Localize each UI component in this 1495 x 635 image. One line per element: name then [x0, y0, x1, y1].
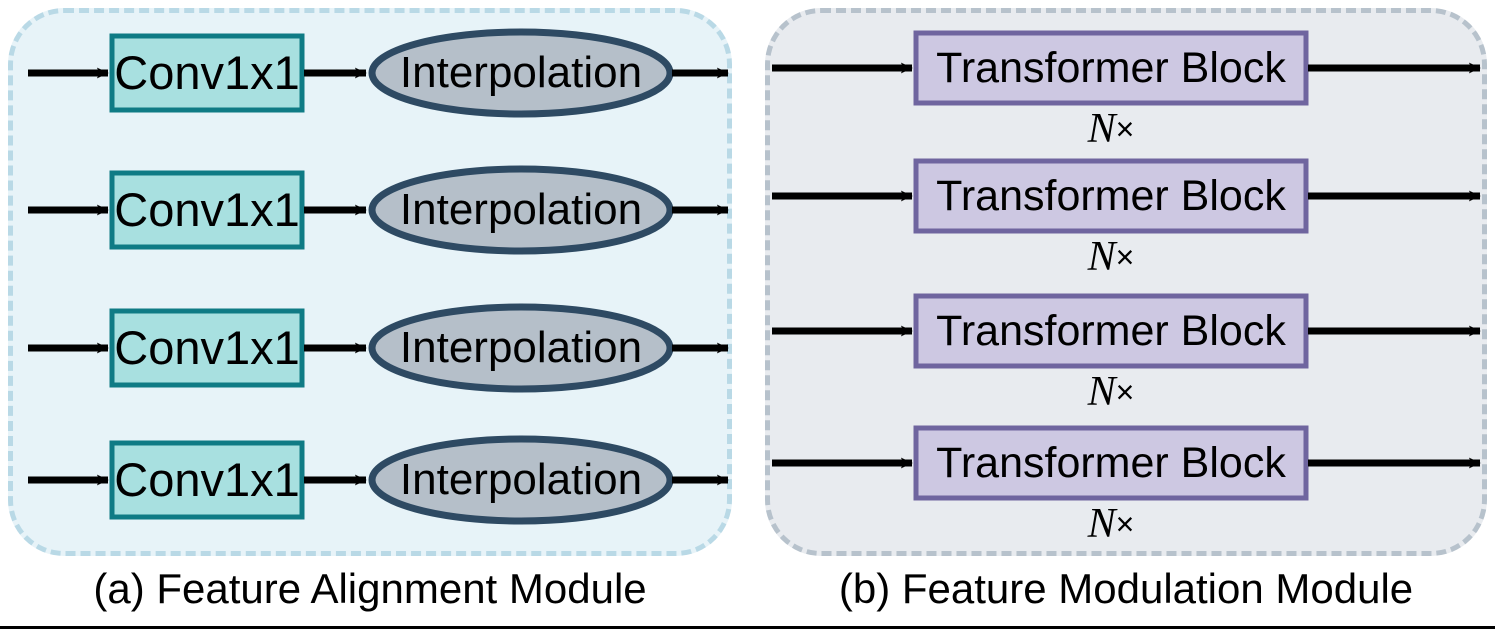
repeat-count-label: N×: [916, 371, 1306, 413]
interpolation-label: Interpolation: [399, 48, 643, 97]
transformer-block-label: Transformer Block: [936, 307, 1286, 355]
interpolation-label: Interpolation: [399, 455, 643, 504]
conv-box-label: Conv1x1: [114, 46, 300, 99]
repeat-count-label: N×: [916, 503, 1306, 545]
transformer-block-label: Transformer Block: [936, 172, 1286, 220]
repeat-count-value: N: [1087, 106, 1116, 152]
repeat-count-value: N: [1087, 501, 1116, 547]
caption-feature-alignment-module: (a) Feature Alignment Module: [93, 565, 647, 612]
repeat-count-value: N: [1087, 234, 1116, 280]
conv-box-label: Conv1x1: [114, 321, 300, 374]
multiply-icon: ×: [1115, 506, 1135, 542]
interpolation-label: Interpolation: [399, 185, 643, 234]
multiply-icon: ×: [1115, 111, 1135, 147]
repeat-count-label: N×: [916, 108, 1306, 150]
multiply-icon: ×: [1115, 239, 1135, 275]
interpolation-label: Interpolation: [399, 323, 643, 372]
transformer-block-label: Transformer Block: [936, 44, 1286, 92]
conv-box-label: Conv1x1: [114, 453, 300, 506]
repeat-count-label: N×: [916, 236, 1306, 278]
caption-feature-modulation-module: (b) Feature Modulation Module: [838, 565, 1414, 612]
conv-box-label: Conv1x1: [114, 183, 300, 236]
bottom-divider: [0, 626, 1495, 629]
transformer-block-label: Transformer Block: [936, 439, 1286, 487]
multiply-icon: ×: [1115, 374, 1135, 410]
repeat-count-value: N: [1087, 369, 1116, 415]
